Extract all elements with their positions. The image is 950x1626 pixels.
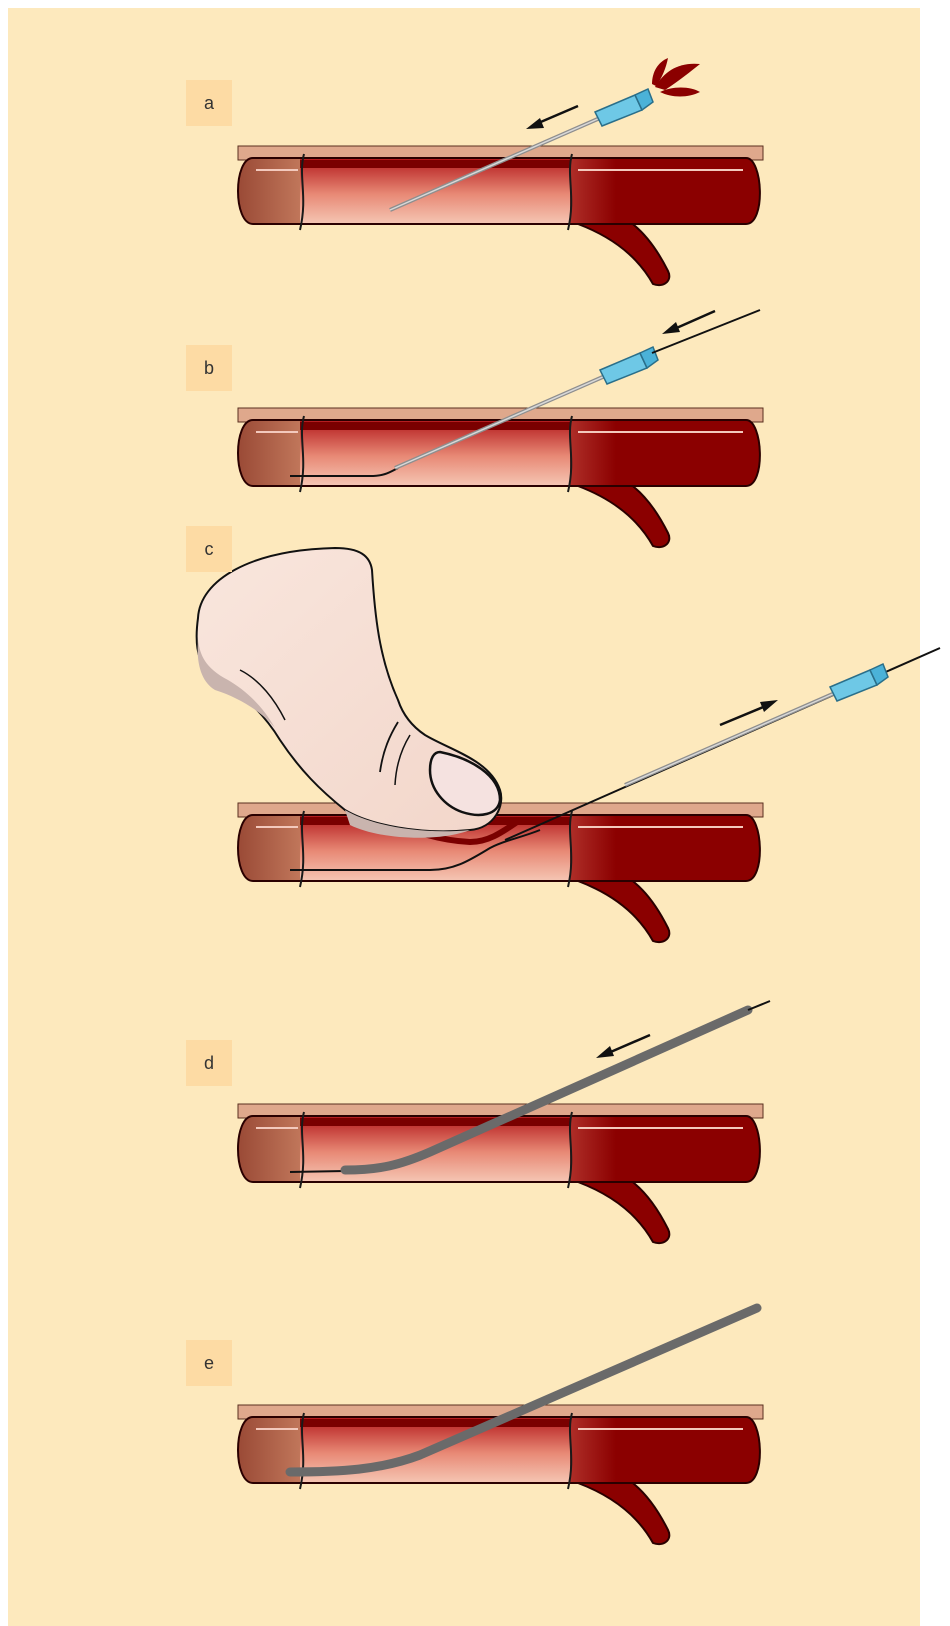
step-e-drawing xyxy=(238,1308,763,1544)
arrow-icon xyxy=(526,106,578,129)
step-a-drawing xyxy=(238,58,763,285)
step-d-drawing xyxy=(238,1001,770,1243)
step-label-b: b xyxy=(186,345,232,391)
step-label-d: d xyxy=(186,1040,232,1086)
step-label-c: c xyxy=(186,526,232,572)
step-b-drawing xyxy=(238,310,763,547)
step-label-a: a xyxy=(186,80,232,126)
step-c-drawing xyxy=(197,548,940,942)
step-label-e: e xyxy=(186,1340,232,1386)
finger-icon xyxy=(197,548,502,838)
